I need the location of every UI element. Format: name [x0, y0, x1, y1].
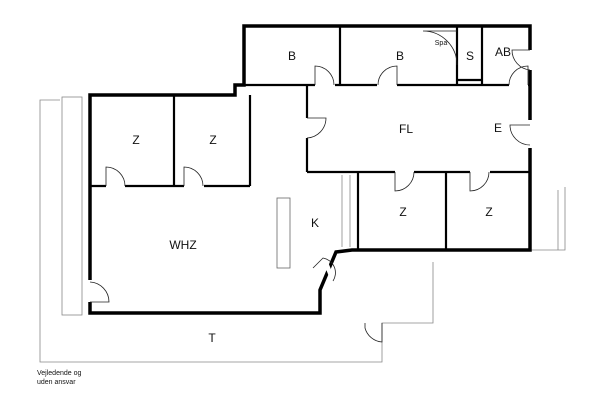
room-label-whz: WHZ — [169, 238, 196, 252]
room-label-k: K — [311, 216, 319, 230]
room-label-s: S — [466, 49, 474, 63]
room-label-t: T — [208, 331, 216, 345]
room-label-z2: Z — [209, 133, 216, 147]
disclaimer-line-2: uden ansvar — [37, 379, 76, 386]
room-label-z3: Z — [399, 205, 406, 219]
door-swings — [89, 30, 531, 343]
room-label-fl: FL — [399, 122, 413, 136]
room-label-ab: AB — [495, 45, 511, 59]
terrace-outline — [39, 96, 566, 363]
disclaimer-note: Vejledende og uden ansvar — [37, 369, 81, 387]
room-label-z4: Z — [485, 205, 492, 219]
room-label-b2: B — [396, 49, 404, 63]
room-label-b1: B — [288, 49, 296, 63]
disclaimer-line-1: Vejledende og — [37, 370, 82, 377]
exterior-wall — [88, 24, 532, 315]
room-label-spa: Spa — [435, 40, 448, 47]
room-label-z1: Z — [132, 133, 139, 147]
room-label-e: E — [494, 121, 502, 135]
door-openings — [87, 50, 533, 302]
kitchen-counter — [276, 197, 291, 269]
interior-walls — [90, 26, 530, 250]
